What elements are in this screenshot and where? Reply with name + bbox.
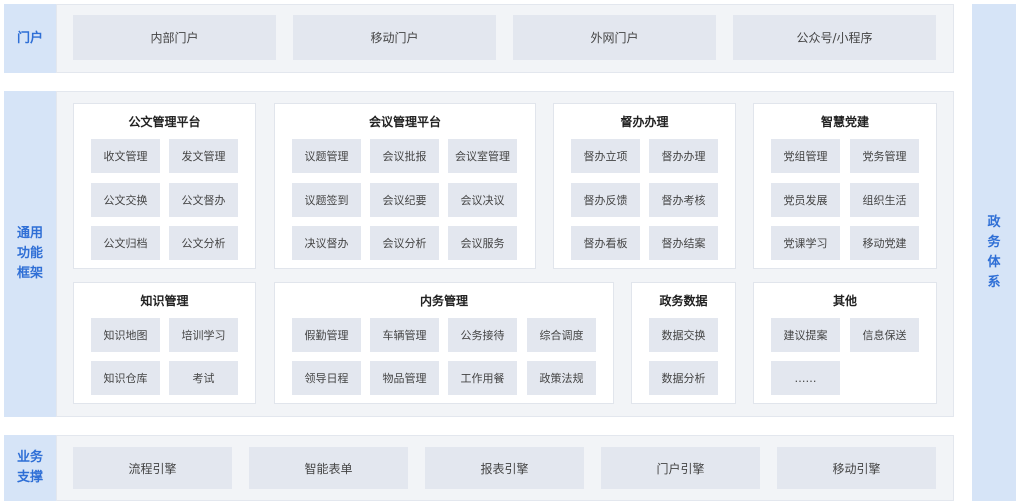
module-chip: 会议纪要 <box>370 183 439 217</box>
module-chip: 考试 <box>169 361 238 395</box>
module-chip: 培训学习 <box>169 318 238 352</box>
module-chip: 督办反馈 <box>571 183 640 217</box>
module-chip: 公文分析 <box>169 226 238 260</box>
side-label-char4: 系 <box>987 274 1001 290</box>
module-chip: 公务接待 <box>448 318 517 352</box>
module-chip: 假勤管理 <box>292 318 361 352</box>
module-chip: 建议提案 <box>771 318 840 352</box>
other-title: 其他 <box>832 294 857 308</box>
module-chip: 收文管理 <box>91 139 160 173</box>
module-chip: 移动党建 <box>850 226 919 260</box>
portal-item-mobile: 移动门户 <box>293 15 496 60</box>
module-chip: 公文交换 <box>91 183 160 217</box>
module-chip: 决议督办 <box>292 226 361 260</box>
side-label-char2: 务 <box>987 234 1001 250</box>
module-chip: 政策法规 <box>527 361 596 395</box>
support-item-workflow-engine: 流程引擎 <box>73 447 232 489</box>
party-title: 智慧党建 <box>820 115 869 129</box>
common-label-line2: 功能 <box>16 246 43 261</box>
module-chip: 工作用餐 <box>448 361 517 395</box>
module-chip: 领导日程 <box>292 361 361 395</box>
module-chip: 督办看板 <box>571 226 640 260</box>
module-chip: 知识地图 <box>91 318 160 352</box>
portal-band-label: 门户 <box>4 4 56 73</box>
module-chip: 会议分析 <box>370 226 439 260</box>
module-chip: 会议批报 <box>370 139 439 173</box>
meeting-title: 会议管理平台 <box>368 115 441 129</box>
module-chip: 综合调度 <box>527 318 596 352</box>
module-chip: 党员发展 <box>771 183 840 217</box>
support-item-smart-form: 智能表单 <box>249 447 408 489</box>
module-chip: 议题签到 <box>292 183 361 217</box>
portal-item-internal: 内部门户 <box>73 15 276 60</box>
module-chip: 督办结案 <box>649 226 718 260</box>
internal-affairs-title: 内务管理 <box>419 294 468 308</box>
gov-system-side-label: 政 务 体 系 <box>972 4 1016 501</box>
module-chip: 物品管理 <box>370 361 439 395</box>
module-chip-ellipsis: …… <box>771 361 840 395</box>
module-chip: 数据分析 <box>649 361 718 395</box>
supervise-title: 督办办理 <box>620 115 669 129</box>
module-chip: 督办办理 <box>649 139 718 173</box>
gov-data-title: 政务数据 <box>659 294 708 308</box>
business-support-band-label: 业务 支撑 <box>4 435 56 501</box>
portal-item-external: 外网门户 <box>513 15 716 60</box>
side-label-char3: 体 <box>987 254 1001 270</box>
portal-label-text: 门户 <box>16 30 43 46</box>
module-chip: 组织生活 <box>850 183 919 217</box>
module-chip: 会议决议 <box>448 183 517 217</box>
module-chip: 党组管理 <box>771 139 840 173</box>
module-chip: 会议服务 <box>448 226 517 260</box>
module-chip: 督办立项 <box>571 139 640 173</box>
support-item-report-engine: 报表引擎 <box>425 447 584 489</box>
common-label-line1: 通用 <box>16 226 43 241</box>
support-item-portal-engine: 门户引擎 <box>601 447 760 489</box>
support-item-mobile-engine: 移动引擎 <box>777 447 936 489</box>
common-label-line3: 框架 <box>16 266 43 281</box>
module-chip: 议题管理 <box>292 139 361 173</box>
module-chip: 党务管理 <box>850 139 919 173</box>
knowledge-title: 知识管理 <box>140 294 189 308</box>
module-chip: 党课学习 <box>771 226 840 260</box>
module-chip: 数据交换 <box>649 318 718 352</box>
common-framework-band-label: 通用 功能 框架 <box>4 91 56 417</box>
module-chip: 信息保送 <box>850 318 919 352</box>
module-chip: 督办考核 <box>649 183 718 217</box>
module-chip: 发文管理 <box>169 139 238 173</box>
official-doc-title: 公文管理平台 <box>128 115 201 129</box>
module-chip: 车辆管理 <box>370 318 439 352</box>
support-label-line2: 支撑 <box>16 470 43 485</box>
module-chip: 知识仓库 <box>91 361 160 395</box>
module-chip: 公文归档 <box>91 226 160 260</box>
module-chip: 会议室管理 <box>448 139 517 173</box>
side-label-char1: 政 <box>987 214 1001 230</box>
module-chip: 公文督办 <box>169 183 238 217</box>
portal-item-wechat: 公众号/小程序 <box>733 15 936 60</box>
support-label-line1: 业务 <box>16 450 43 465</box>
